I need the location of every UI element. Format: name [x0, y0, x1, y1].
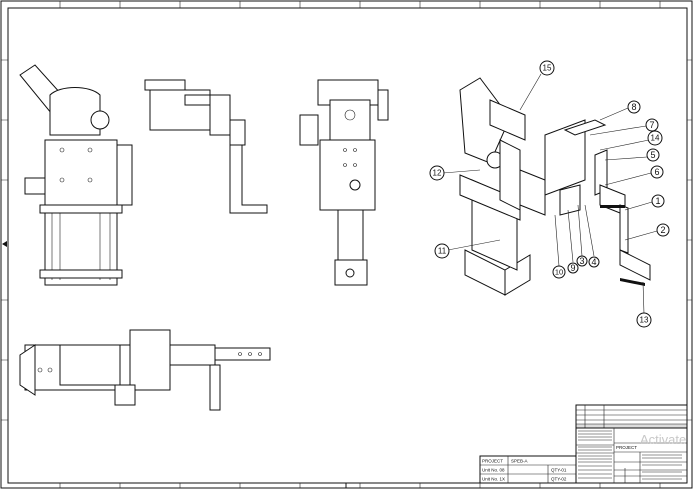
balloon-label: 8	[631, 102, 636, 112]
activation-watermark: Activate	[640, 432, 686, 447]
balloon-8: 8	[627, 100, 641, 114]
side-view	[299, 79, 389, 286]
balloon-1: 1	[651, 194, 665, 208]
balloon-label: 1	[655, 196, 660, 206]
project-value: SPEB-A	[511, 459, 528, 464]
quantity-2: QTY-02	[551, 477, 567, 482]
balloon-label: 3	[579, 256, 584, 266]
balloon-2: 2	[656, 223, 670, 237]
unit-number-2: Unit No. 1X	[482, 477, 505, 482]
balloon-7: 7	[645, 118, 659, 132]
balloon-5: 5	[646, 148, 660, 162]
balloon-label: 11	[438, 247, 447, 256]
balloon-label: 13	[640, 316, 649, 325]
balloon-label: 12	[433, 169, 442, 178]
balloon-14: 14	[647, 130, 663, 146]
project-label: PROJECT	[482, 459, 503, 464]
top-view	[19, 329, 271, 411]
project-label-2: PROJECT	[616, 445, 637, 450]
isometric-view	[459, 77, 651, 296]
balloon-9: 9	[567, 262, 579, 274]
balloon-label: 4	[591, 257, 596, 267]
front-view	[19, 64, 268, 286]
balloon-12: 12	[429, 165, 445, 181]
leader-lines	[442, 73, 658, 315]
balloon-label: 15	[543, 64, 552, 73]
unit-number-1: Unit No. 08	[482, 468, 505, 473]
balloon-label: 6	[654, 167, 659, 177]
balloon-15: 15	[539, 60, 555, 76]
balloon-13: 13	[636, 312, 652, 328]
revision-block	[575, 404, 688, 429]
balloon-3: 3	[576, 255, 588, 267]
balloon-11: 11	[434, 243, 450, 259]
balloon-label: 7	[649, 120, 654, 130]
balloon-label: 2	[660, 225, 665, 235]
balloon-10: 10	[552, 265, 566, 279]
title-block: PROJECT PROJECT SPEB-A Unit No. 08 Unit …	[479, 427, 688, 484]
balloon-label: 14	[651, 134, 660, 143]
balloon-label: 5	[650, 150, 655, 160]
balloon-label: 9	[570, 263, 575, 273]
balloon-4: 4	[588, 256, 600, 268]
balloon-6: 6	[650, 165, 664, 179]
quantity-1: QTY-01	[551, 468, 567, 473]
balloon-label: 10	[555, 268, 563, 277]
inner-border	[7, 7, 688, 484]
center-mark-arrow	[2, 241, 7, 247]
